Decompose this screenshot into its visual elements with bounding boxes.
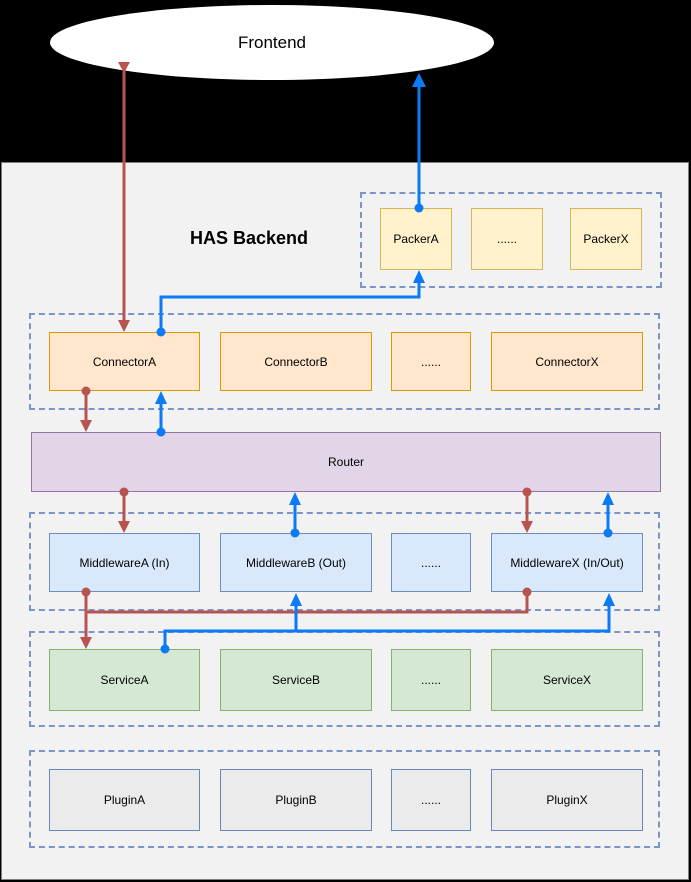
node-middleware-ellipsis: ......: [391, 533, 471, 592]
node-label: PluginB: [275, 793, 317, 807]
node-label: ......: [420, 673, 441, 687]
node-label: ......: [496, 232, 517, 246]
node-label: MiddlewareX (In/Out): [510, 555, 624, 570]
node-connector-a: ConnectorA: [49, 332, 200, 391]
node-label: ......: [420, 555, 441, 570]
node-packer-x: PackerX: [570, 208, 642, 270]
node-label: ......: [420, 793, 441, 807]
node-middleware-b: MiddlewareB (Out): [220, 533, 372, 592]
node-service-ellipsis: ......: [391, 649, 471, 711]
node-plugin-a: PluginA: [49, 769, 200, 831]
node-service-x: ServiceX: [491, 649, 643, 711]
node-connector-ellipsis: ......: [391, 332, 471, 391]
node-label: ServiceB: [271, 673, 321, 687]
packers-group: [360, 192, 662, 288]
node-label: PluginA: [103, 793, 146, 807]
node-router: Router: [31, 432, 661, 492]
has-backend-panel: [1, 162, 689, 880]
node-connector-x: ConnectorX: [491, 332, 643, 391]
node-middleware-a: MiddlewareA (In): [49, 533, 200, 592]
node-middleware-x: MiddlewareX (In/Out): [491, 533, 643, 592]
node-service-b: ServiceB: [220, 649, 372, 711]
node-label: ConnectorA: [92, 354, 157, 369]
node-label: PackerA: [393, 232, 439, 246]
node-label: ConnectorB: [264, 354, 328, 369]
backend-title: HAS Backend: [189, 227, 309, 248]
node-label: Router: [327, 455, 365, 469]
node-label: PluginX: [546, 793, 588, 807]
frontend-node: Frontend: [50, 5, 494, 80]
node-plugin-b: PluginB: [220, 769, 372, 831]
node-packer-a: PackerA: [380, 208, 452, 270]
node-label: MiddlewareB (Out): [245, 555, 347, 570]
node-label: ServiceX: [542, 673, 592, 687]
node-label: MiddlewareA (In): [79, 555, 170, 570]
node-service-a: ServiceA: [49, 649, 200, 711]
arrowhead-up-icon: [412, 73, 426, 87]
node-label: ServiceA: [100, 673, 149, 687]
node-label: PackerX: [583, 232, 629, 246]
node-label: ......: [420, 354, 441, 369]
frontend-label: Frontend: [237, 32, 307, 52]
node-plugin-ellipsis: ......: [391, 769, 471, 831]
node-plugin-x: PluginX: [491, 769, 643, 831]
plugins-group: [29, 750, 660, 848]
node-connector-b: ConnectorB: [220, 332, 372, 391]
node-label: ConnectorX: [535, 354, 599, 369]
node-packer-ellipsis: ......: [471, 208, 543, 270]
